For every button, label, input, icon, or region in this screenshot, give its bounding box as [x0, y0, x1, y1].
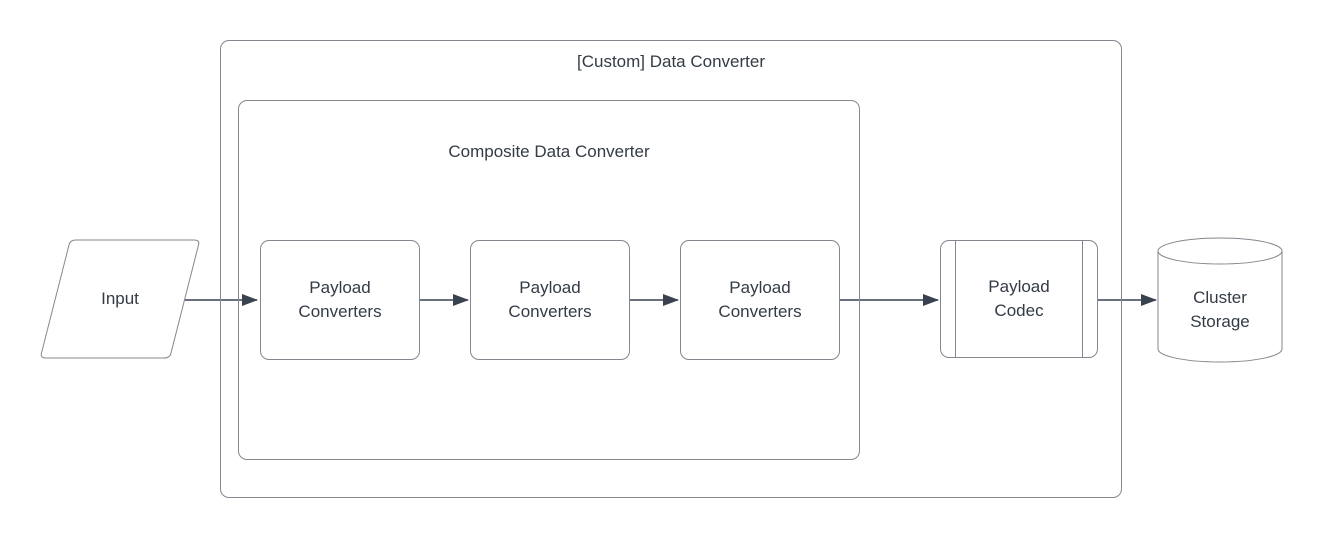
payload-converters-label-3: Payload Converters [718, 278, 802, 321]
input-parallelogram-shape [40, 239, 200, 359]
custom-data-converter-title: [Custom] Data Converter [576, 52, 765, 71]
composite-data-converter-container [238, 100, 860, 460]
cluster-storage-cylinder-shape [1157, 237, 1283, 363]
composite-data-converter-title: Composite Data Converter [448, 142, 650, 161]
codec-right-bar [1082, 241, 1083, 357]
payload-converters-node-1: Payload Converters [260, 240, 420, 360]
payload-converters-node-3: Payload Converters [680, 240, 840, 360]
payload-converters-node-2: Payload Converters [470, 240, 630, 360]
codec-left-bar [955, 241, 956, 357]
custom-data-converter-container [220, 40, 1122, 498]
payload-codec-node: Payload Codec [940, 240, 1098, 358]
payload-converters-label-1: Payload Converters [298, 278, 382, 321]
payload-converters-label-2: Payload Converters [508, 278, 592, 321]
payload-codec-label: Payload Codec [988, 277, 1050, 320]
